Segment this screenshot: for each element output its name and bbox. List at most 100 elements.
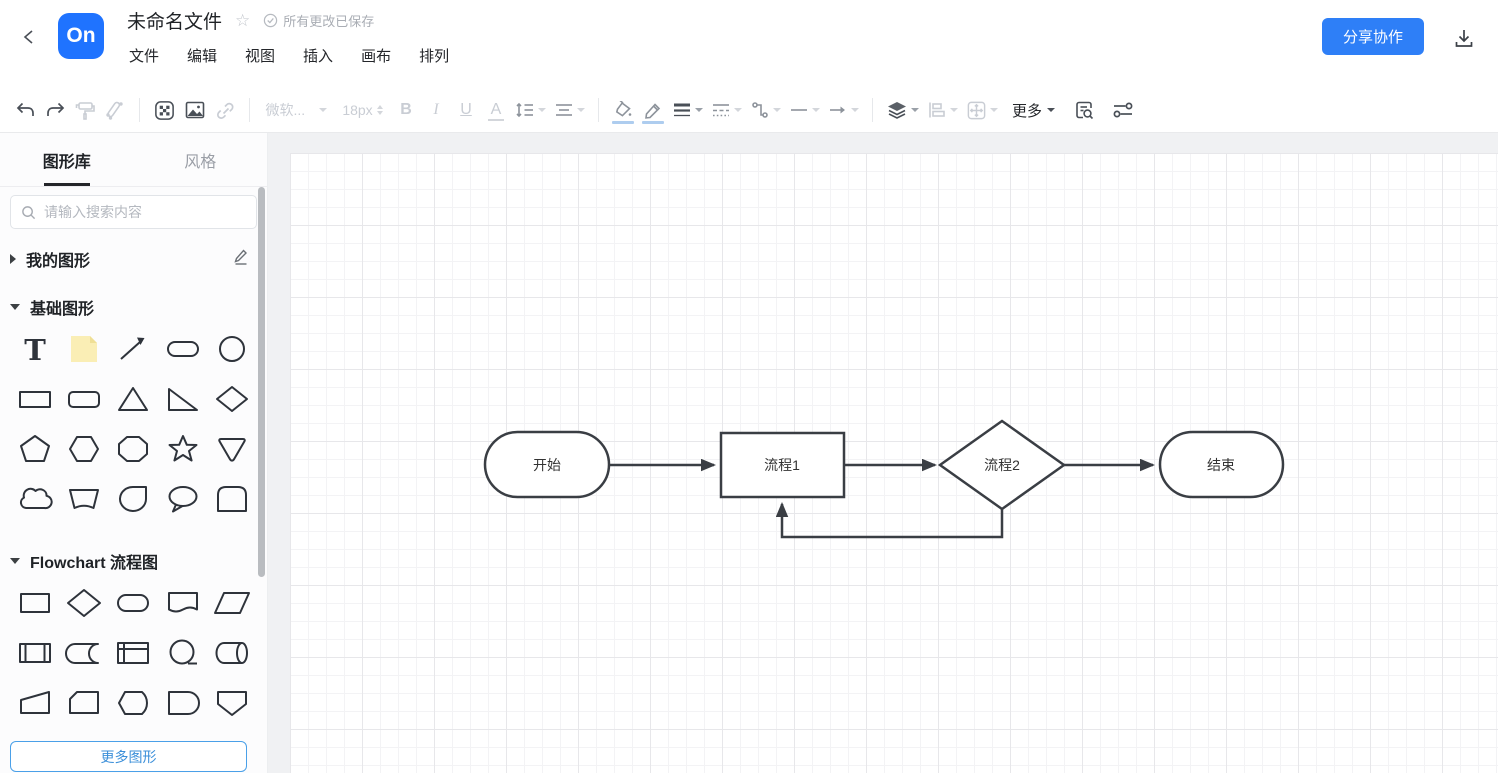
back-button[interactable] [16, 24, 42, 50]
italic-button[interactable]: I [433, 101, 439, 118]
tab-style[interactable]: 风格 [184, 153, 217, 171]
menu-view[interactable]: 视图 [245, 48, 276, 65]
menu-bar: 文件 编辑 视图 插入 画布 排列 [129, 45, 449, 66]
shape-terminator[interactable] [109, 585, 158, 621]
fill-color-button[interactable] [608, 94, 638, 126]
background-grid-button[interactable] [149, 94, 180, 126]
shape-rounded-rectangle[interactable] [59, 381, 108, 417]
menu-file[interactable]: 文件 [129, 48, 160, 65]
insert-image-button[interactable] [180, 94, 210, 126]
shape-delay[interactable] [158, 685, 207, 721]
shape-process[interactable] [10, 585, 59, 621]
line-width-button[interactable] [668, 94, 707, 126]
basic-shapes-grid: T [10, 331, 257, 517]
shape-stored-data[interactable] [59, 635, 108, 671]
menu-insert[interactable]: 插入 [303, 48, 334, 65]
app-logo[interactable]: On [58, 13, 104, 59]
bold-button[interactable]: B [400, 101, 412, 118]
shape-teardrop[interactable] [109, 481, 158, 517]
section-basic-shapes[interactable]: 基础图形 [10, 289, 257, 325]
favorite-star-icon[interactable]: ☆ [235, 10, 251, 30]
shape-callout[interactable] [158, 481, 207, 517]
node-decision-2[interactable]: 流程2 [937, 419, 1067, 511]
document-title[interactable]: 未命名文件 [127, 11, 223, 33]
layers-button[interactable] [882, 94, 923, 126]
chevron-down-icon [911, 108, 919, 112]
shape-direct-storage[interactable] [208, 635, 257, 671]
redo-button[interactable] [40, 94, 70, 126]
stroke-color-button[interactable] [638, 94, 668, 126]
font-color-button[interactable]: A [481, 94, 511, 126]
auto-size-button[interactable] [962, 94, 1002, 126]
line-spacing-button[interactable] [511, 94, 550, 126]
text-align-button[interactable] [550, 94, 589, 126]
panel-toggle-button[interactable] [1107, 94, 1139, 126]
shape-pentagon[interactable] [10, 431, 59, 467]
menu-canvas[interactable]: 画布 [361, 48, 392, 65]
shape-stadium[interactable] [158, 331, 207, 367]
shape-library-sidebar: 图形库 风格 我的图形 基础图形 [0, 133, 268, 773]
header: On 未命名文件 ☆ 所有更改已保存 文件 编辑 视图 插入 画布 排列 分享协… [0, 0, 1498, 88]
shape-decision[interactable] [59, 585, 108, 621]
shape-off-page-connector[interactable] [208, 685, 257, 721]
edit-pencil-icon[interactable] [233, 248, 257, 270]
node-process-1-label: 流程1 [764, 457, 800, 473]
node-start-label: 开始 [533, 457, 561, 473]
find-replace-button[interactable] [1069, 94, 1099, 126]
node-process-1[interactable]: 流程1 [719, 431, 846, 499]
shape-card-rounded-top[interactable] [208, 481, 257, 517]
more-button[interactable]: 更多 [1008, 94, 1059, 126]
shape-circle[interactable] [208, 331, 257, 367]
align-objects-button[interactable] [923, 94, 962, 126]
line-start-style-button[interactable] [785, 94, 824, 126]
shape-manual-input[interactable] [10, 685, 59, 721]
diagram-canvas[interactable]: 开始 流程1 流程2 结束 [290, 153, 1498, 773]
shape-data[interactable] [208, 585, 257, 621]
section-flowchart-shapes[interactable]: Flowchart 流程图 [10, 543, 257, 579]
shape-cloud[interactable] [10, 481, 59, 517]
clear-format-button[interactable] [100, 94, 130, 126]
connector-p2-feedback-to-p1[interactable] [775, 501, 1004, 539]
shape-internal-storage[interactable] [109, 635, 158, 671]
font-family-select[interactable]: 微软... [259, 94, 333, 126]
shape-search-box[interactable] [10, 195, 257, 229]
shape-triangle[interactable] [109, 381, 158, 417]
menu-arrange[interactable]: 排列 [419, 48, 450, 65]
undo-button[interactable] [10, 94, 40, 126]
underline-button[interactable]: U [460, 101, 472, 118]
sidebar-scrollbar[interactable] [258, 187, 265, 577]
shape-diamond[interactable] [208, 381, 257, 417]
menu-edit[interactable]: 编辑 [187, 48, 218, 65]
node-end[interactable]: 结束 [1158, 430, 1285, 499]
arrow-end-style-button[interactable] [824, 94, 863, 126]
node-start[interactable]: 开始 [483, 430, 611, 499]
shape-predefined-process[interactable] [10, 635, 59, 671]
font-size-stepper[interactable]: 18px [333, 94, 391, 126]
shape-arrow[interactable] [109, 331, 158, 367]
shape-document[interactable] [158, 585, 207, 621]
shape-star[interactable] [158, 431, 207, 467]
format-painter-button[interactable] [70, 94, 100, 126]
toolbar: 微软... 18px B I U A [0, 88, 1498, 133]
stepper-arrows-icon[interactable] [376, 105, 383, 115]
connector-type-button[interactable] [746, 94, 785, 126]
shape-octagon[interactable] [109, 431, 158, 467]
more-shapes-button[interactable]: 更多图形 [10, 741, 247, 772]
line-style-button[interactable] [707, 94, 746, 126]
shape-sequential-storage[interactable] [158, 635, 207, 671]
section-my-shapes[interactable]: 我的图形 [10, 241, 257, 277]
shape-right-triangle[interactable] [158, 381, 207, 417]
tab-shape-library[interactable]: 图形库 [0, 133, 134, 186]
download-icon[interactable] [1450, 24, 1478, 52]
search-input[interactable] [44, 204, 246, 220]
shape-rectangle[interactable] [10, 381, 59, 417]
shape-sticky-note[interactable] [59, 331, 108, 367]
shape-banner[interactable] [59, 481, 108, 517]
shape-text[interactable]: T [10, 331, 59, 367]
shape-hexagon[interactable] [59, 431, 108, 467]
share-collaborate-button[interactable]: 分享协作 [1322, 18, 1424, 55]
shape-display[interactable] [109, 685, 158, 721]
shape-card[interactable] [59, 685, 108, 721]
insert-link-button[interactable] [210, 94, 240, 126]
shape-cone[interactable] [208, 431, 257, 467]
